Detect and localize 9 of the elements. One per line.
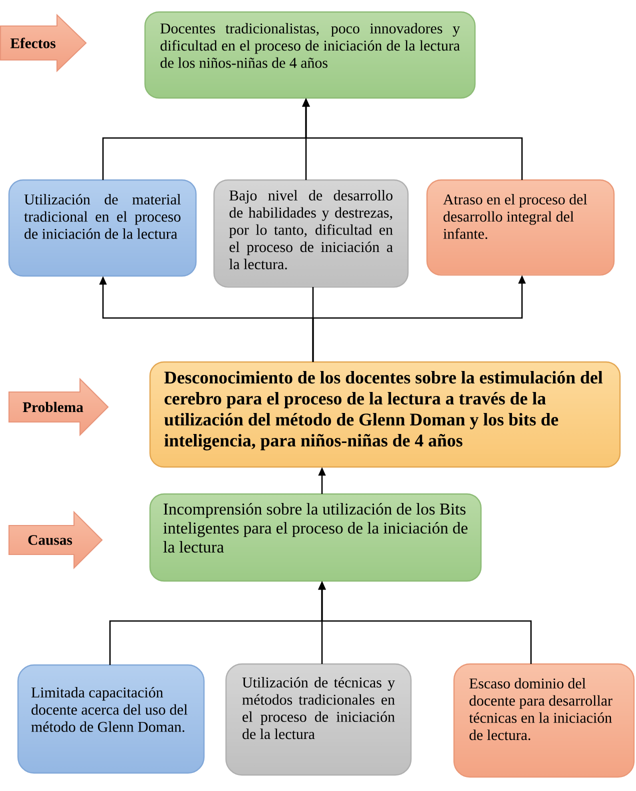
rounded-box: Desconocimiento de los docentes sobre la estimulación del cerebro para el proceso de la lectura a través de la utilización del método de Glenn Doman y los bits de inteligencia, para niños-niñas de 4 años (149, 361, 621, 468)
rounded-box: Limitada capacitación docente acerca del uso del método de Glenn Doman. (17, 664, 205, 774)
rounded-box: Escaso dominio del docente para desarrollar técnicas en la iniciación de lectura. (453, 663, 635, 778)
rounded-box: Utilización de material tradicional en el proceso de iniciación de la lectura (8, 179, 197, 277)
rounded-box: Utilización de técnicas y métodos tradicionales en el proceso de iniciación de la lectura (225, 663, 412, 776)
rounded-box: Docentes tradicionalistas, poco innovadores y dificultad en el proceso de iniciación de la lectura de los niños-niñas de 4 años (144, 11, 476, 99)
rounded-box: Atraso en el proceso del desarrollo integral del infante. (426, 179, 615, 276)
rounded-box: Bajo nivel de desarrollo de habilidades y destrezas, por lo tanto, dificultad en el proceso de iniciación a la lectura. (213, 179, 409, 288)
rounded-box: Incomprensión sobre la utilización de los Bits inteligentes para el proceso de la iniciación de la lectura (149, 493, 482, 582)
